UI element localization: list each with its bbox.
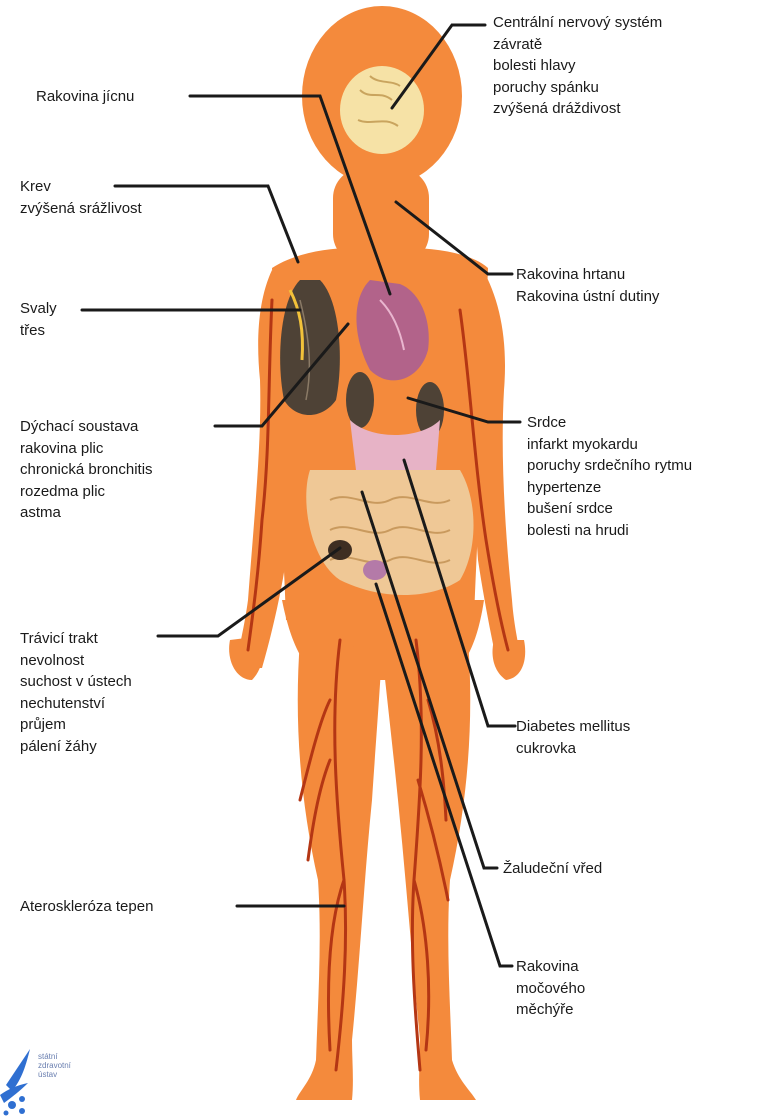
label-stomach-ulcer: Žaludeční vřed	[503, 858, 602, 880]
label-esophagus-cancer: Rakovina jícnu	[36, 86, 134, 108]
label-larynx-oral-cancer: Rakovina hrtanu Rakovina ústní dutiny	[516, 264, 659, 307]
label-digestive-tract: Trávicí trakt nevolnost suchost v ústech…	[20, 628, 132, 757]
label-muscles: Svaly třes	[20, 298, 57, 341]
label-blood: Krev zvýšená srážlivost	[20, 176, 142, 219]
pointer-blood	[115, 186, 298, 262]
label-heart: Srdce infarkt myokardu poruchy srdečního…	[527, 412, 692, 541]
label-respiratory-system: Dýchací soustava rakovina plic chronická…	[20, 416, 153, 524]
label-bladder-cancer: Rakovina močového měchýře	[516, 956, 585, 1021]
label-atherosclerosis: Ateroskleróza tepen	[20, 896, 153, 918]
label-central-nervous-system: Centrální nervový systém závratě bolesti…	[493, 12, 662, 120]
logo-text: státní zdravotní ústav	[38, 1052, 71, 1079]
szu-logo-icon	[0, 1045, 160, 1119]
label-diabetes: Diabetes mellitus cukrovka	[516, 716, 630, 759]
